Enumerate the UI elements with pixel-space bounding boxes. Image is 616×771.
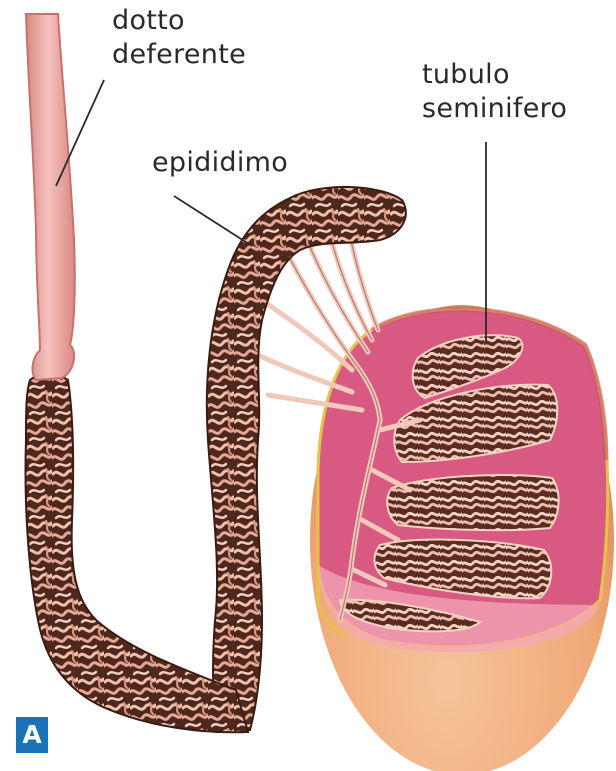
label-tubulo-seminifero: tubulo seminifero — [422, 58, 567, 126]
leader-line-epididimo — [174, 196, 252, 246]
label-epididimo: epididimo — [152, 146, 288, 180]
label-dotto-deferente: dotto deferente — [112, 4, 246, 72]
panel-label-badge: A — [16, 717, 48, 753]
vas-deferens — [26, 14, 75, 380]
